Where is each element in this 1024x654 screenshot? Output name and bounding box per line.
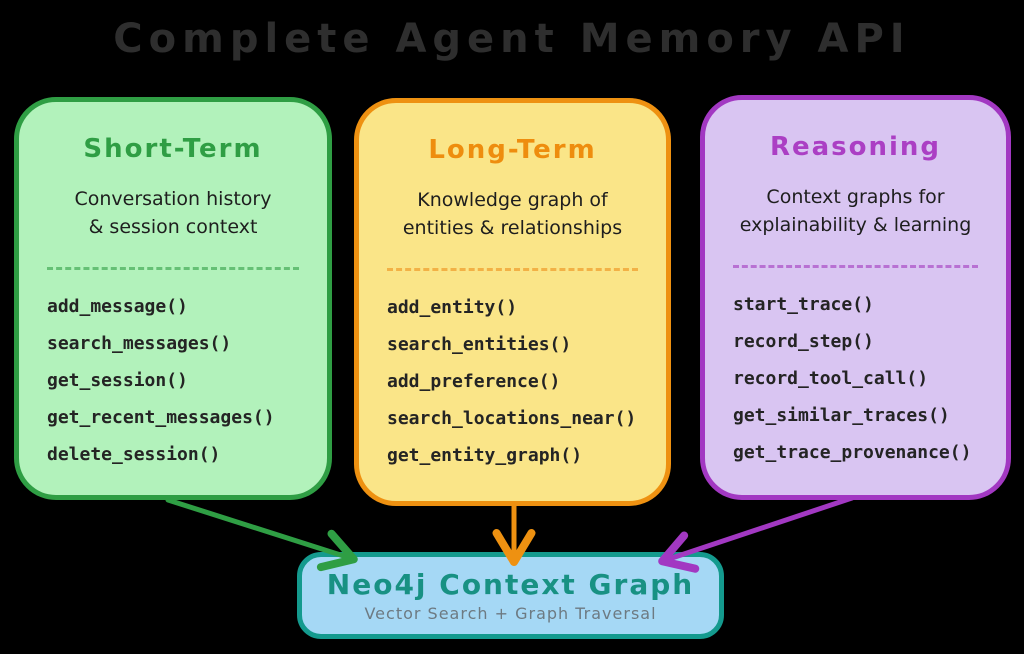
long-term-card-title: Long-Term (428, 135, 597, 165)
method-item: record_tool_call() (733, 368, 929, 390)
method-item: add_entity() (387, 297, 518, 319)
reasoning-desc-line2: explainability & learning (739, 213, 972, 236)
method-item: search_locations_near() (387, 408, 637, 430)
short-term-divider (47, 267, 299, 271)
method-item: add_message() (47, 296, 188, 318)
reasoning-to-neo4j-arrow (658, 495, 855, 573)
short-term-card: Short-Term Conversation history & sessio… (14, 97, 332, 500)
method-item: search_messages() (47, 333, 232, 355)
method-item: get_similar_traces() (733, 405, 950, 427)
method-item: get_trace_provenance() (733, 442, 972, 464)
method-item: get_entity_graph() (387, 445, 583, 467)
short-term-card-description: Conversation history & session context (43, 186, 303, 241)
long-term-desc-line1: Knowledge graph of (417, 189, 608, 211)
reasoning-card-description: Context graphs for explainability & lear… (729, 184, 982, 239)
long-term-card-description: Knowledge graph of entities & relationsh… (383, 187, 642, 242)
reasoning-desc-line1: Context graphs for (766, 186, 945, 208)
neo4j-box-title: Neo4j Context Graph (326, 568, 695, 601)
reasoning-card: Reasoning Context graphs for explainabil… (700, 95, 1011, 500)
long-term-method-list: add_entity() search_entities() add_prefe… (383, 289, 642, 474)
method-item: get_recent_messages() (47, 407, 275, 429)
long-term-divider (387, 268, 638, 272)
short-term-to-neo4j-arrow (165, 497, 358, 572)
method-item: get_session() (47, 370, 188, 392)
method-item: record_step() (733, 331, 874, 353)
short-term-desc-line2: & session context (88, 215, 258, 238)
neo4j-context-graph-box: Neo4j Context Graph Vector Search + Grap… (297, 552, 724, 639)
short-term-desc-line1: Conversation history (74, 188, 272, 210)
long-term-card: Long-Term Knowledge graph of entities & … (354, 98, 671, 506)
method-item: add_preference() (387, 371, 561, 393)
short-term-card-title: Short-Term (83, 134, 263, 164)
reasoning-method-list: start_trace() record_step() record_tool_… (729, 286, 982, 471)
method-item: delete_session() (47, 444, 221, 466)
neo4j-box-subtitle: Vector Search + Graph Traversal (364, 604, 657, 623)
diagram-title: Complete Agent Memory API (113, 16, 911, 62)
long-term-desc-line2: entities & relationships (402, 216, 623, 239)
short-term-method-list: add_message() search_messages() get_sess… (43, 288, 303, 473)
reasoning-divider (733, 265, 978, 269)
method-item: search_entities() (387, 334, 572, 356)
reasoning-card-title: Reasoning (769, 132, 942, 162)
method-item: start_trace() (733, 294, 874, 316)
